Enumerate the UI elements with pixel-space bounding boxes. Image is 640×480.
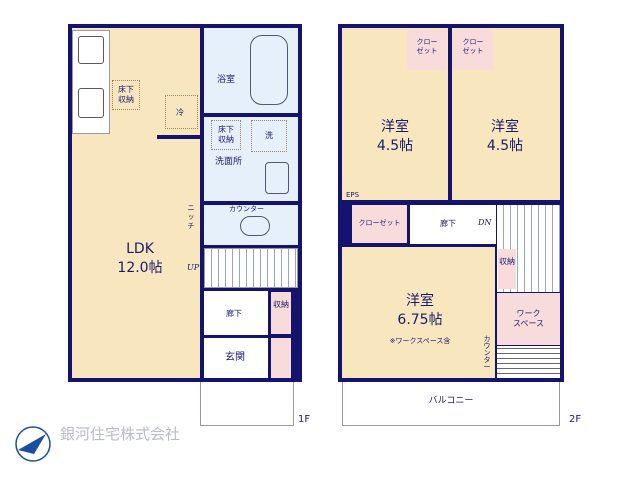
company-logo-icon: [15, 426, 51, 462]
wash-basin-icon: [265, 162, 289, 194]
bathtub-icon: [250, 35, 288, 105]
balcony-label: バルコニー: [428, 396, 474, 406]
porch: [200, 382, 294, 426]
room-left-label: 洋室 4.5帖: [365, 118, 425, 156]
room-main-size: 6.75帖: [397, 311, 443, 328]
closet-a: クロー ゼット: [407, 30, 447, 70]
ldk-name: LDK: [126, 241, 154, 257]
room-right-name: 洋室: [491, 119, 519, 135]
room-main-note: ※ワークスペース含: [389, 336, 451, 345]
wall: [157, 135, 202, 139]
room-main-label: 洋室 6.75帖 ※ワークスペース含: [380, 292, 460, 349]
dn-label: DN: [478, 218, 492, 227]
company-name: 銀河住宅株式会社: [60, 425, 181, 443]
up-label: UP: [187, 263, 200, 272]
floor2-label: 2F: [569, 414, 582, 425]
bath-label: 浴室: [217, 75, 236, 85]
room-left-size: 4.5帖: [376, 137, 414, 154]
storage-2f: 収納: [498, 249, 516, 289]
hallway-1f: [204, 291, 268, 335]
ldk-label: LDK 12.0帖: [105, 240, 175, 278]
storage-1f: 収納: [271, 292, 291, 334]
fridge-label: 冷: [176, 108, 184, 117]
room-left-name: 洋室: [381, 119, 409, 135]
work-counter: [497, 346, 560, 378]
entrance-label: 玄関: [225, 352, 245, 363]
stove-icon: [78, 36, 104, 64]
counter-label-1f: カウンター: [229, 205, 264, 213]
room-main-name: 洋室: [406, 293, 434, 309]
washer-space: 洗: [251, 120, 287, 152]
hallway-2f-label: 廊下: [440, 219, 456, 228]
hallway-2f: [410, 205, 496, 244]
sink-icon: [78, 88, 104, 118]
shoe-storage: [271, 338, 291, 378]
room-right-size: 4.5帖: [486, 137, 524, 154]
eps-label: EPS: [346, 191, 360, 199]
balcony: バルコニー: [342, 382, 560, 426]
closet-c: クローゼット: [352, 205, 407, 243]
niche-label: ニッチ: [187, 204, 195, 230]
room-main: [342, 247, 495, 378]
counter-label-2f: カウンター: [483, 335, 491, 371]
entrance: [204, 338, 268, 378]
underfloor-storage-ldk: 床下 収納: [112, 80, 140, 110]
toilet-room: [204, 205, 298, 245]
underfloor-storage-wash: 床下 収納: [211, 120, 241, 150]
toilet-icon: [240, 216, 270, 236]
stairs-1f: [204, 248, 298, 288]
floor1-label: 1F: [298, 414, 311, 425]
fridge-space: [165, 95, 198, 129]
washroom-label: 洗面所: [215, 157, 243, 167]
ldk-size: 12.0帖: [117, 259, 163, 276]
work-space: ワーク スペース: [497, 293, 560, 345]
closet-b: クロー ゼット: [453, 30, 493, 70]
room-right-label: 洋室 4.5帖: [475, 118, 535, 156]
hallway-1f-label: 廊下: [226, 309, 242, 318]
